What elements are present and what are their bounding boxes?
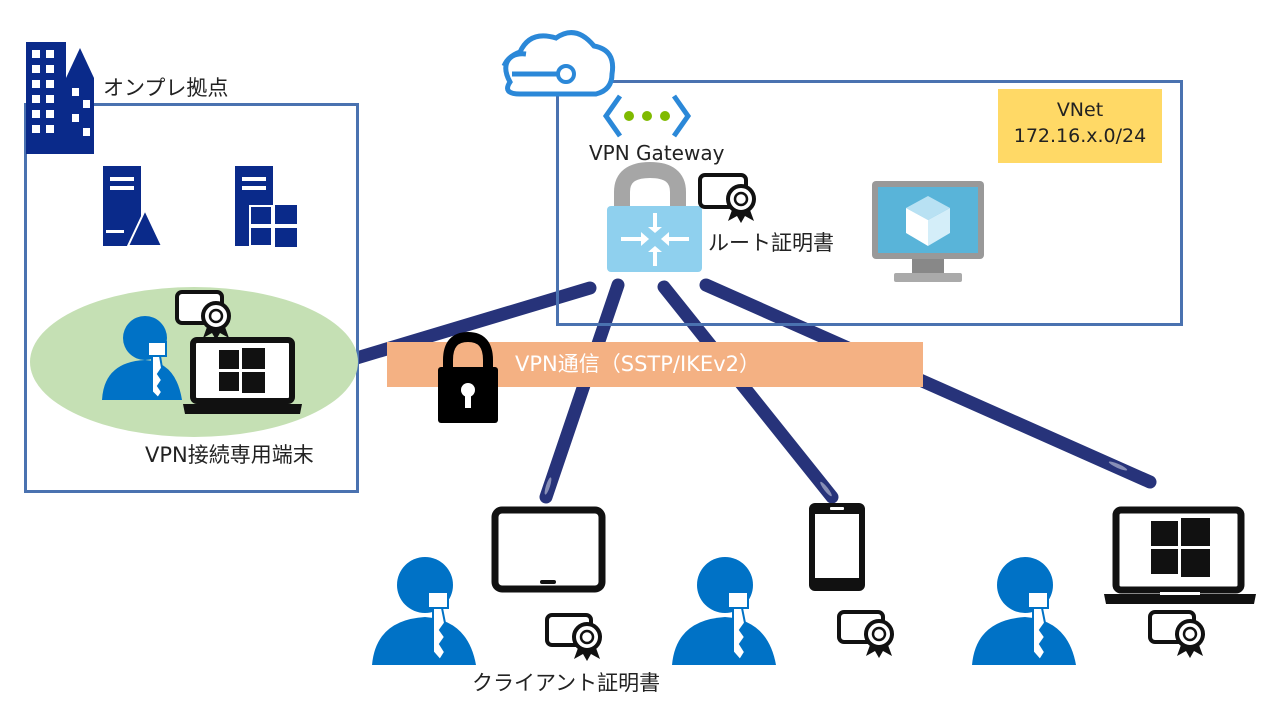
vpn-gateway-label: VPN Gateway [589, 141, 725, 165]
vnet-badge: VNet 172.16.x.0/24 [998, 89, 1162, 163]
vnet-name: VNet [1056, 99, 1104, 121]
onprem-site-box [24, 103, 359, 493]
azure-vnet-box [556, 80, 1183, 326]
vpn-device-label: VPN接続専用端末 [145, 443, 314, 467]
link-tablet [539, 278, 625, 504]
client-cert-label: クライアント証明書 [472, 671, 661, 695]
onprem-label: オンプレ拠点 [103, 76, 229, 100]
link-smartphone [657, 280, 839, 504]
vnet-address-range: 172.16.x.0/24 [1013, 125, 1147, 147]
link-laptop [699, 278, 1157, 489]
vpn-link-label: VPN通信（SSTP/IKEv2） [515, 352, 760, 376]
root-cert-label: ルート証明書 [708, 231, 834, 255]
